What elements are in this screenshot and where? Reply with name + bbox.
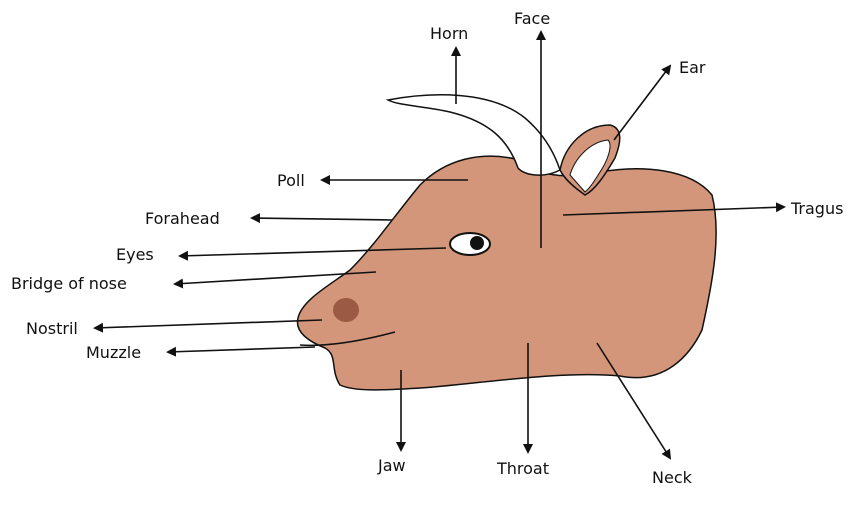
bridge-of-nose-label: Bridge of nose <box>11 274 127 293</box>
muzzle-label: Muzzle <box>86 343 141 362</box>
nostril-arrow <box>95 320 322 328</box>
ear-label: Ear <box>679 58 706 77</box>
nostril-shape <box>333 298 359 322</box>
ear-arrow <box>614 66 670 140</box>
throat-label: Throat <box>496 459 549 478</box>
forehead-label: Forahead <box>145 209 220 228</box>
pupil-shape <box>470 236 484 250</box>
muzzle-arrow <box>168 347 315 352</box>
forehead-arrow <box>252 218 392 220</box>
tragus-label: Tragus <box>790 199 843 218</box>
neck-label: Neck <box>652 468 693 487</box>
eyes-label: Eyes <box>116 245 154 264</box>
poll-label: Poll <box>277 171 305 190</box>
nostril-label: Nostril <box>26 319 78 338</box>
eye-shape <box>450 233 490 255</box>
jaw-label: Jaw <box>377 456 406 475</box>
horn-label: Horn <box>430 24 468 43</box>
face-label: Face <box>514 9 550 28</box>
